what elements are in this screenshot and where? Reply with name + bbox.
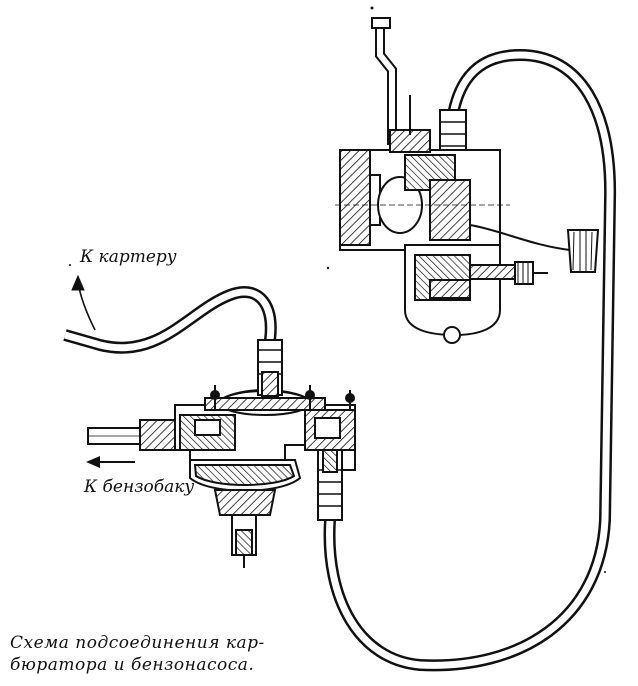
- crankcase-hose: [63, 286, 277, 354]
- fuel-tank-label: К бензобаку: [83, 477, 194, 497]
- caption-line-1: Схема подсоединения кар-: [10, 633, 265, 653]
- fuel-tank-arrow: [86, 456, 135, 468]
- fuel-pump: [139, 339, 356, 568]
- figure-caption: Схема подсоединения кар- бюратора и бенз…: [10, 632, 265, 676]
- carburetor: [335, 17, 600, 344]
- crankcase-label: К картеру: [79, 247, 177, 267]
- fuel-hose-loop: [323, 48, 617, 672]
- stray-marks: [69, 6, 606, 573]
- crankcase-arrow: [71, 274, 96, 331]
- caption-line-2: бюратора и бензонасоса.: [10, 655, 255, 675]
